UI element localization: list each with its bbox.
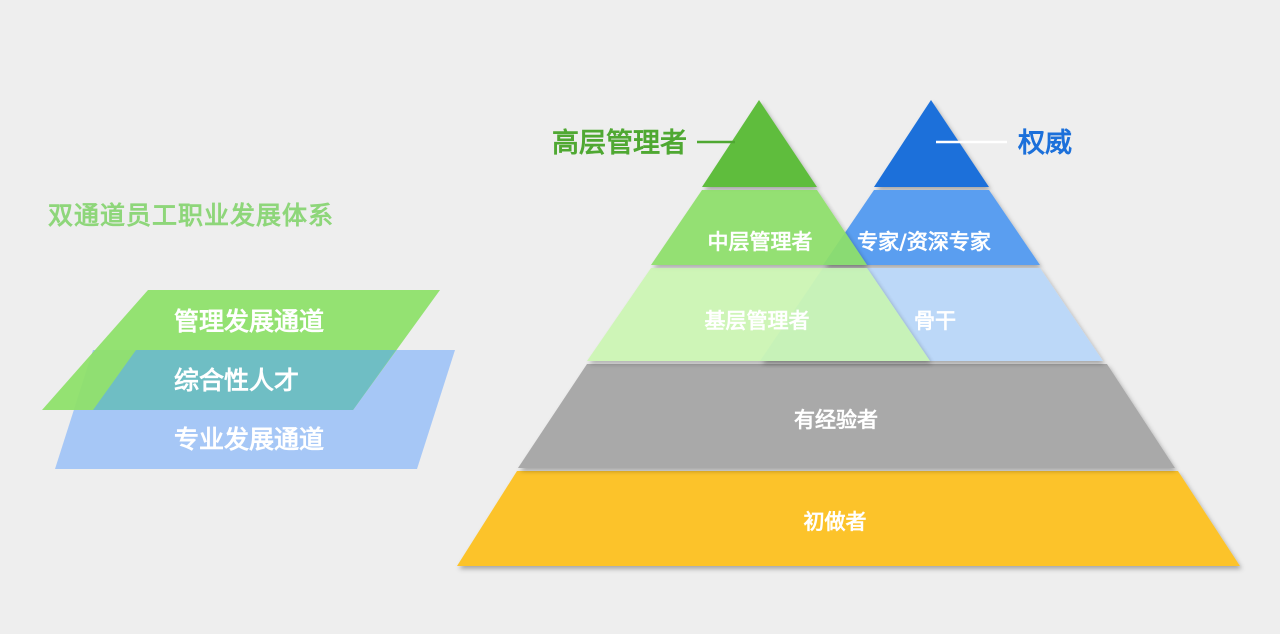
management-middle-label: 中层管理者 xyxy=(708,230,813,254)
management-top xyxy=(702,100,817,187)
professional-middle xyxy=(823,190,1040,265)
pyramid: 初做者 有经验者 中层管理者 基层管理者 专家/资深专家 骨干 高层管理者 权威 xyxy=(457,100,1240,566)
level-experienced-label: 有经验者 xyxy=(794,408,878,432)
management-base-label: 基层管理者 xyxy=(705,309,810,333)
legend-professional-label: 专业发展通道 xyxy=(174,425,324,454)
page-title: 双通道员工职业发展体系 xyxy=(48,201,335,230)
professional-middle-label: 专家/资深专家 xyxy=(857,230,992,254)
legend-combined-label: 综合性人才 xyxy=(174,366,299,395)
management-middle xyxy=(651,190,867,265)
professional-base-label: 骨干 xyxy=(914,309,956,333)
management-top-callout: 高层管理者 xyxy=(552,127,687,159)
level-beginner-label: 初做者 xyxy=(804,510,867,534)
level-beginner xyxy=(457,471,1240,566)
level-experienced xyxy=(518,364,1175,468)
professional-top-callout: 权威 xyxy=(1017,128,1072,159)
professional-top xyxy=(874,100,989,187)
management-base xyxy=(587,268,930,361)
legend-management-label: 管理发展通道 xyxy=(174,307,324,336)
legend-combined-overlap xyxy=(93,350,396,410)
track-legend: 管理发展通道 综合性人才 专业发展通道 xyxy=(42,290,455,469)
